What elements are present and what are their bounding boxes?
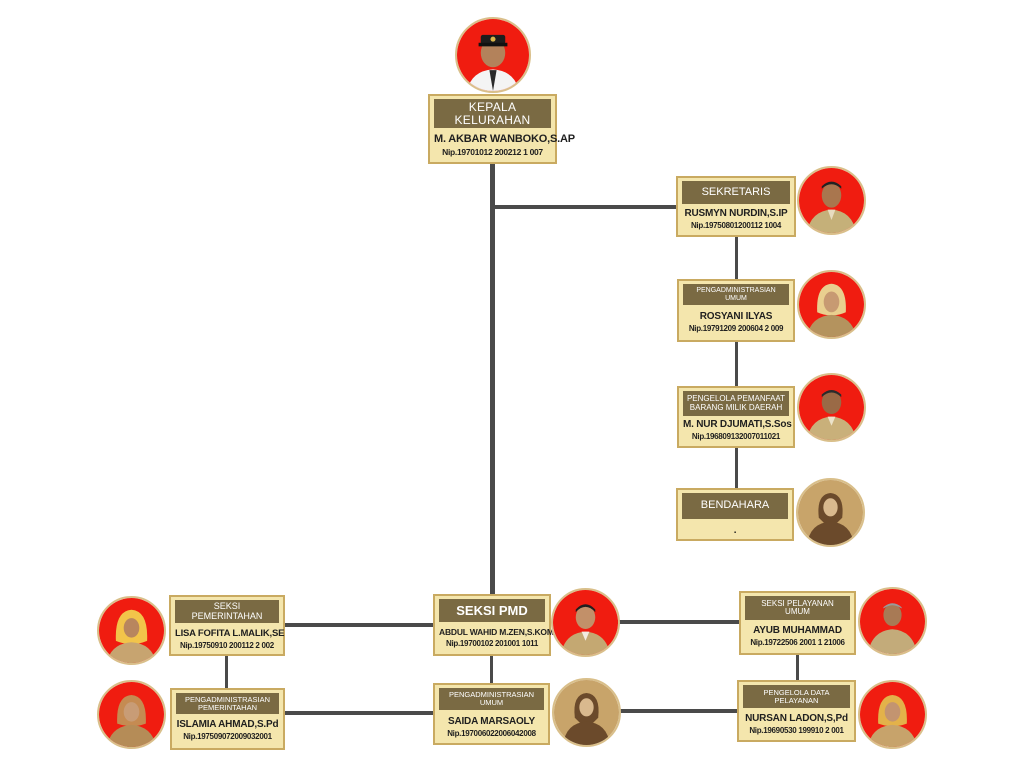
ayub-muhammad-photo-avatar	[858, 587, 927, 656]
employee-nip: Nip.19700102 201001 1011	[446, 639, 538, 648]
employee-name: .	[733, 525, 737, 536]
connector-line	[617, 620, 740, 624]
sekretaris-photo-avatar	[797, 166, 866, 235]
employee-name: M. NUR DJUMATI,S.Sos	[683, 419, 792, 430]
connector-line	[225, 655, 228, 689]
employee-name: RUSMYN NURDIN,S.IP	[684, 208, 788, 219]
connector-line	[796, 653, 799, 683]
employee-nip: Nip.19750910 200112 2 002	[180, 641, 274, 650]
employee-name: ABDUL WAHID M.ZEN,S.KOM	[439, 627, 554, 637]
abdul-wahid-photo-avatar	[551, 588, 620, 657]
employee-nip: Nip.19701012 200212 1 007	[442, 147, 543, 157]
employee-name: NURSAN LADON,S,Pd	[745, 713, 848, 724]
connector-line	[284, 711, 434, 715]
connector-line	[284, 623, 434, 627]
employee-name: SAIDA MARSAOLY	[447, 716, 536, 727]
connector-line	[735, 342, 738, 388]
employee-name: ISLAMIA AHMAD,S.Pd	[176, 719, 279, 730]
connector-line	[490, 162, 495, 598]
position-title: PENGADMINISTRASIAN UMUM	[683, 284, 789, 305]
position-title: SEKSI PEMERINTAHAN	[175, 600, 279, 623]
employee-nip: Nip.197509072009032001	[183, 732, 272, 741]
islamia-ahmad-photo-avatar	[97, 680, 166, 749]
employee-nip: Nip.197006022006042008	[447, 729, 536, 738]
connector-line	[735, 236, 738, 282]
pengelola-data-pelayanan-card: PENGELOLA DATA PELAYANAN NURSAN LADON,S,…	[737, 680, 856, 742]
employee-nip: Nip.196809132007011021	[691, 432, 781, 441]
employee-name: ROSYANI ILYAS	[699, 311, 773, 322]
seksi-pemerintahan-card: SEKSI PEMERINTAHAN LISA FOFITA L.MALIK,S…	[169, 595, 285, 656]
bendahara-card: BENDAHARA .	[676, 488, 794, 541]
nursan-ladon-photo-avatar	[858, 680, 927, 749]
seksi-pmd-card: SEKSI PMD ABDUL WAHID M.ZEN,S.KOM Nip.19…	[433, 594, 554, 656]
bendahara-photo-avatar	[796, 478, 865, 547]
rosyani-photo-avatar	[797, 270, 866, 339]
pengadministrasian-pemerintahan-card: PENGADMINISTRASIAN PEMERINTAHAN ISLAMIA …	[170, 688, 285, 750]
position-title: SEKSI PMD	[439, 599, 545, 622]
connector-line	[490, 653, 493, 685]
sekretaris-card: SEKRETARIS RUSMYN NURDIN,S.IP Nip.197508…	[676, 176, 796, 237]
position-title: PENGADMINISTRASIAN UMUM	[439, 688, 544, 710]
pengadministrasian-umum-card: PENGADMINISTRASIAN UMUM SAIDA MARSAOLY N…	[433, 683, 550, 745]
pengelola-bmd-card: PENGELOLA PEMANFAAT BARANG MILIK DAERAH …	[677, 386, 795, 448]
seksi-pelayanan-umum-card: SEKSI PELAYANAN UMUM AYUB MUHAMMAD Nip.1…	[739, 591, 856, 655]
connector-line	[494, 205, 680, 209]
employee-name: M. AKBAR WANBOKO,S.AP	[434, 133, 575, 145]
position-title: SEKRETARIS	[682, 181, 790, 204]
employee-nip: Nip.19791209 200604 2 009	[688, 324, 784, 333]
kepala-photo-avatar	[455, 17, 531, 93]
employee-nip: Nip.19722506 2001 1 21006	[750, 638, 845, 647]
position-title: PENGADMINISTRASIAN PEMERINTAHAN	[176, 693, 279, 714]
position-title: PENGELOLA DATA PELAYANAN	[743, 685, 850, 708]
connector-line	[735, 447, 738, 489]
position-title: KEPALA KELURAHAN	[434, 99, 551, 128]
nur-djumati-photo-avatar	[797, 373, 866, 442]
position-title: PENGELOLA PEMANFAAT BARANG MILIK DAERAH	[683, 391, 789, 416]
employee-name: AYUB MUHAMMAD	[753, 625, 842, 636]
pengadministrasian-umum-card: PENGADMINISTRASIAN UMUM ROSYANI ILYAS Ni…	[677, 279, 795, 342]
employee-name: LISA FOFITA L.MALIK,SE	[175, 628, 285, 639]
position-title: SEKSI PELAYANAN UMUM	[745, 596, 850, 620]
employee-nip: Nip.19690530 199910 2 001	[749, 726, 844, 735]
saida-marsaoly-photo-avatar	[552, 678, 621, 747]
lisa-fofita-photo-avatar	[97, 596, 166, 665]
position-title: BENDAHARA	[682, 493, 788, 519]
connector-line	[620, 709, 738, 713]
employee-nip: Nip.19750801200112 1004	[690, 221, 782, 230]
kepala-kelurahan-card: KEPALA KELURAHAN M. AKBAR WANBOKO,S.AP N…	[428, 94, 575, 164]
